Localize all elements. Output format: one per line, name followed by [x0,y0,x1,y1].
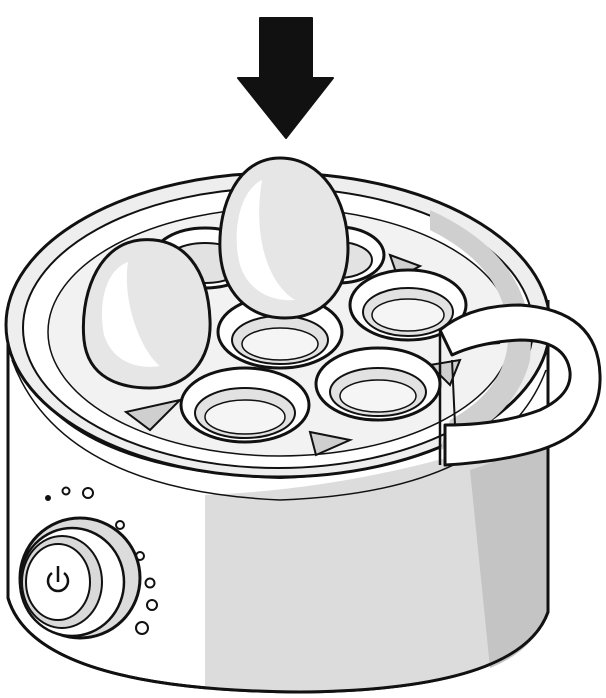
power-icon [46,566,70,593]
dial-indicator-dots [45,486,158,635]
control-dial [18,486,158,640]
egg-hole [179,366,311,444]
egg-left [81,238,212,390]
down-arrow-icon [237,17,334,139]
egg-hole [348,268,468,342]
egg-falling [218,156,350,320]
egg-hole [314,346,442,422]
cooker-handle [438,303,602,467]
